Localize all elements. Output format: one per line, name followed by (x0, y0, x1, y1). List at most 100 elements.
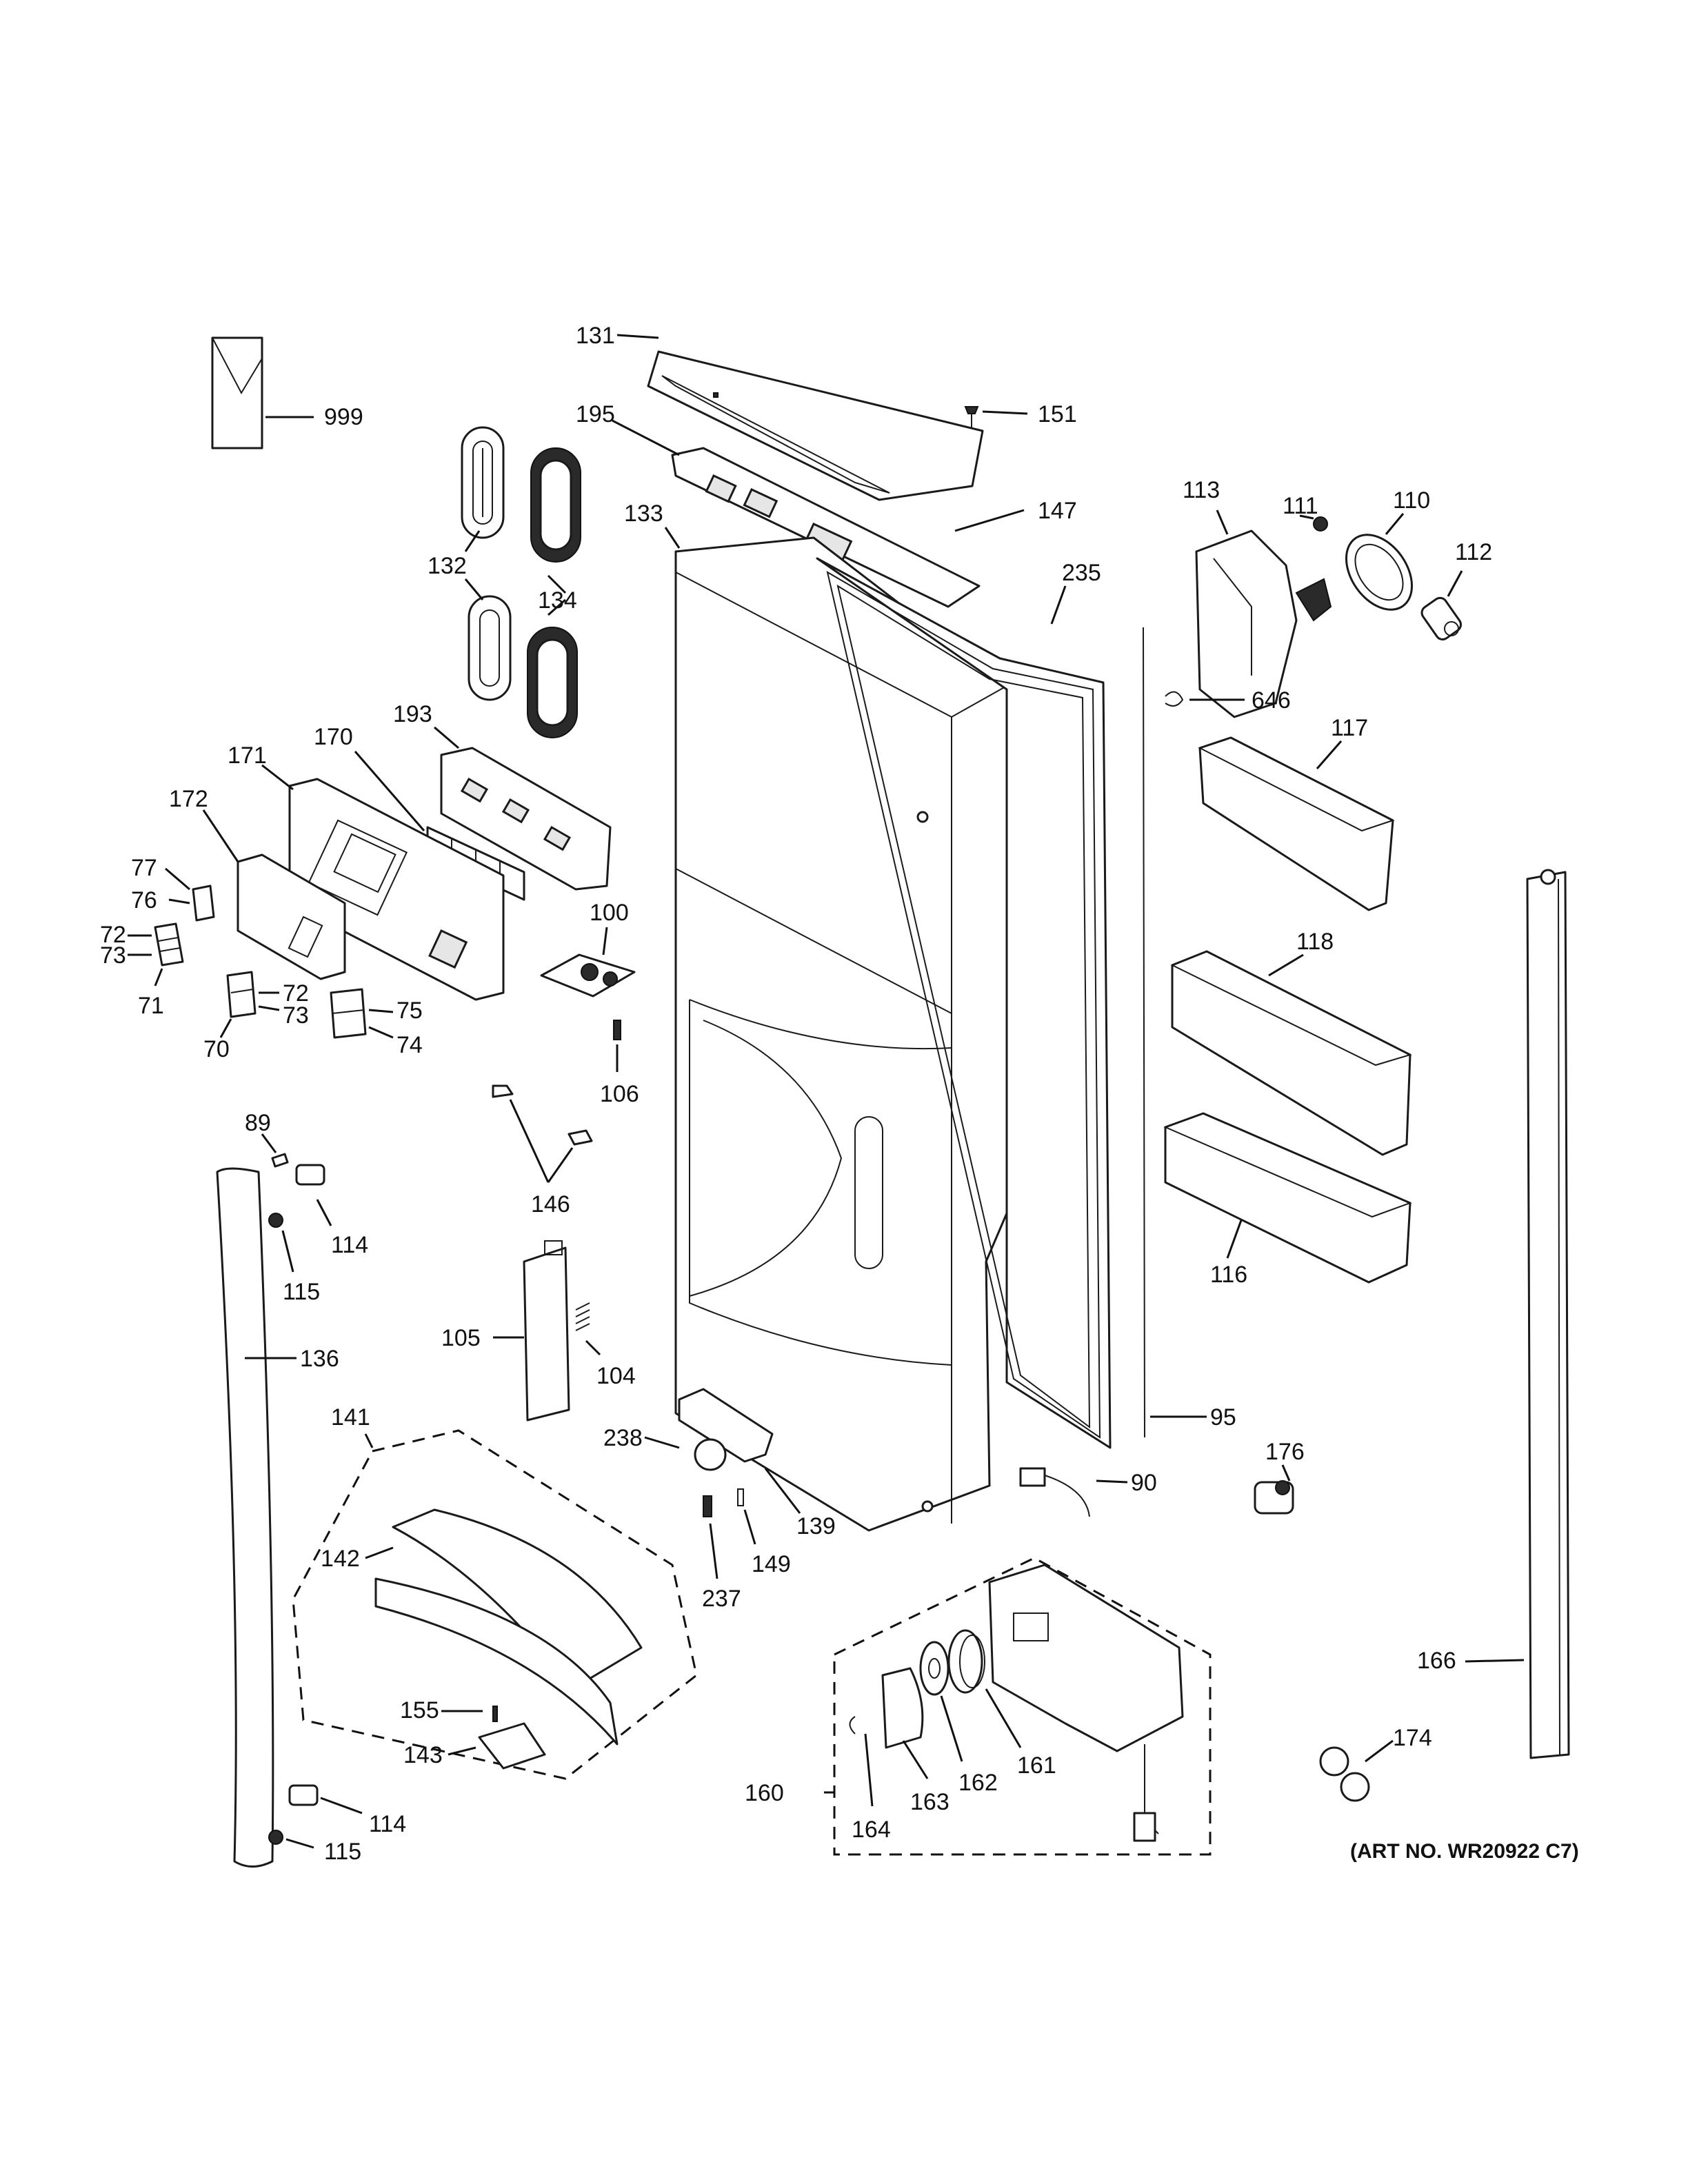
part-166-mullion (1465, 869, 1570, 1759)
callout-170: 170 (314, 724, 353, 750)
callout-646: 646 (1252, 687, 1291, 714)
callout-90: 90 (1131, 1470, 1157, 1496)
callout-155: 155 (400, 1697, 439, 1723)
callout-146: 146 (531, 1191, 570, 1217)
callout-238: 238 (603, 1425, 643, 1451)
part-237-screw (703, 1495, 719, 1579)
part-172-bezel (202, 809, 346, 980)
callout-114b: 114 (369, 1811, 406, 1837)
part-134-seal-upper (530, 447, 581, 563)
callout-134: 134 (538, 587, 577, 614)
callout-147: 147 (1038, 498, 1077, 524)
callout-171: 171 (228, 742, 267, 769)
part-117-bin (1198, 736, 1395, 911)
callout-72a: 72 (100, 922, 126, 948)
callout-149: 149 (752, 1551, 791, 1577)
part-95-rod (1143, 627, 1207, 1438)
part-155-screw (441, 1706, 498, 1722)
part-114-stud-lower (288, 1784, 363, 1814)
part-105-paddle (493, 1240, 570, 1422)
part-195-board (612, 419, 1025, 608)
part-174-fitting (1319, 1739, 1394, 1802)
callout-115a: 115 (283, 1279, 320, 1305)
part-motor-assembly (988, 1564, 1184, 1842)
part-193-ui-board (434, 726, 612, 891)
callout-142: 142 (321, 1546, 360, 1572)
callout-70: 70 (203, 1036, 230, 1062)
part-90-harness (1019, 1467, 1128, 1517)
callout-76: 76 (131, 887, 157, 913)
callout-999: 999 (324, 404, 363, 430)
part-238-lever (644, 1388, 801, 1514)
callout-75: 75 (396, 998, 423, 1024)
part-646-clip (1165, 691, 1245, 707)
callout-161: 161 (1017, 1752, 1056, 1779)
part-115-nut-upper (268, 1213, 294, 1273)
part-136-handle (216, 1167, 297, 1868)
callout-74: 74 (396, 1032, 423, 1058)
part-142-drip-tray (365, 1508, 643, 1746)
callout-174: 174 (1393, 1725, 1432, 1751)
part-146-clips (492, 1084, 593, 1183)
callout-112: 112 (1455, 539, 1492, 565)
part-106-screw (613, 1020, 621, 1072)
callout-77: 77 (131, 855, 157, 881)
callout-106: 106 (600, 1081, 639, 1107)
callout-73a: 73 (100, 942, 126, 969)
callout-195: 195 (576, 401, 615, 427)
part-76-button (165, 867, 215, 922)
part-161-spring (947, 1629, 1022, 1748)
callout-89: 89 (245, 1110, 271, 1136)
part-163-cam (881, 1667, 929, 1779)
callout-116: 116 (1210, 1262, 1247, 1288)
callout-139: 139 (796, 1513, 836, 1539)
part-71-button (128, 922, 184, 987)
callout-114a: 114 (331, 1232, 368, 1258)
part-176-fitting (1254, 1464, 1294, 1515)
part-133-door (664, 527, 1008, 1532)
callout-136: 136 (300, 1346, 339, 1372)
part-143-bracket (448, 1722, 546, 1770)
callout-162: 162 (958, 1770, 998, 1796)
callout-118: 118 (1296, 929, 1334, 955)
callout-72b: 72 (283, 980, 309, 1007)
part-70-button (219, 971, 280, 1038)
part-160-auger-motor-group (824, 1557, 1212, 1856)
part-235-gasket (816, 557, 1112, 1449)
callout-193: 193 (393, 701, 432, 727)
part-134-seal-lower (527, 627, 578, 738)
part-75-button (330, 988, 394, 1039)
callout-117: 117 (1331, 715, 1368, 741)
callout-133: 133 (624, 501, 663, 527)
part-115-nut-lower (268, 1830, 314, 1849)
part-89-screw (261, 1133, 289, 1168)
part-162-washer (919, 1641, 963, 1762)
part-100-sensor-board (540, 927, 636, 998)
callout-113: 113 (1183, 477, 1220, 503)
callout-132: 132 (428, 553, 467, 579)
callout-237: 237 (702, 1586, 741, 1612)
art-number-note: (ART NO. WR20922 C7) (1350, 1840, 1579, 1863)
callout-71: 71 (138, 993, 164, 1019)
callout-164: 164 (852, 1817, 891, 1843)
callout-160: 160 (745, 1780, 784, 1806)
part-131-top-cover (616, 334, 984, 501)
callout-163: 163 (910, 1789, 950, 1815)
part-171-interface (261, 764, 505, 1001)
callout-141: 141 (331, 1404, 370, 1430)
part-104-spring (575, 1302, 601, 1356)
callout-95: 95 (1210, 1404, 1236, 1430)
callout-151: 151 (1038, 401, 1077, 427)
part-132-trim-lower (468, 595, 512, 701)
callout-166: 166 (1417, 1648, 1456, 1674)
part-141-drip-tray-group (292, 1429, 698, 1780)
part-164-clip (849, 1716, 874, 1807)
callout-143: 143 (403, 1742, 443, 1768)
callout-111: 111 (1283, 493, 1318, 519)
part-151-screw (964, 406, 1028, 427)
part-149-screw (737, 1488, 756, 1545)
part-112-motor (1420, 570, 1463, 640)
callout-115b: 115 (324, 1839, 361, 1865)
part-113-chute (1195, 509, 1332, 718)
